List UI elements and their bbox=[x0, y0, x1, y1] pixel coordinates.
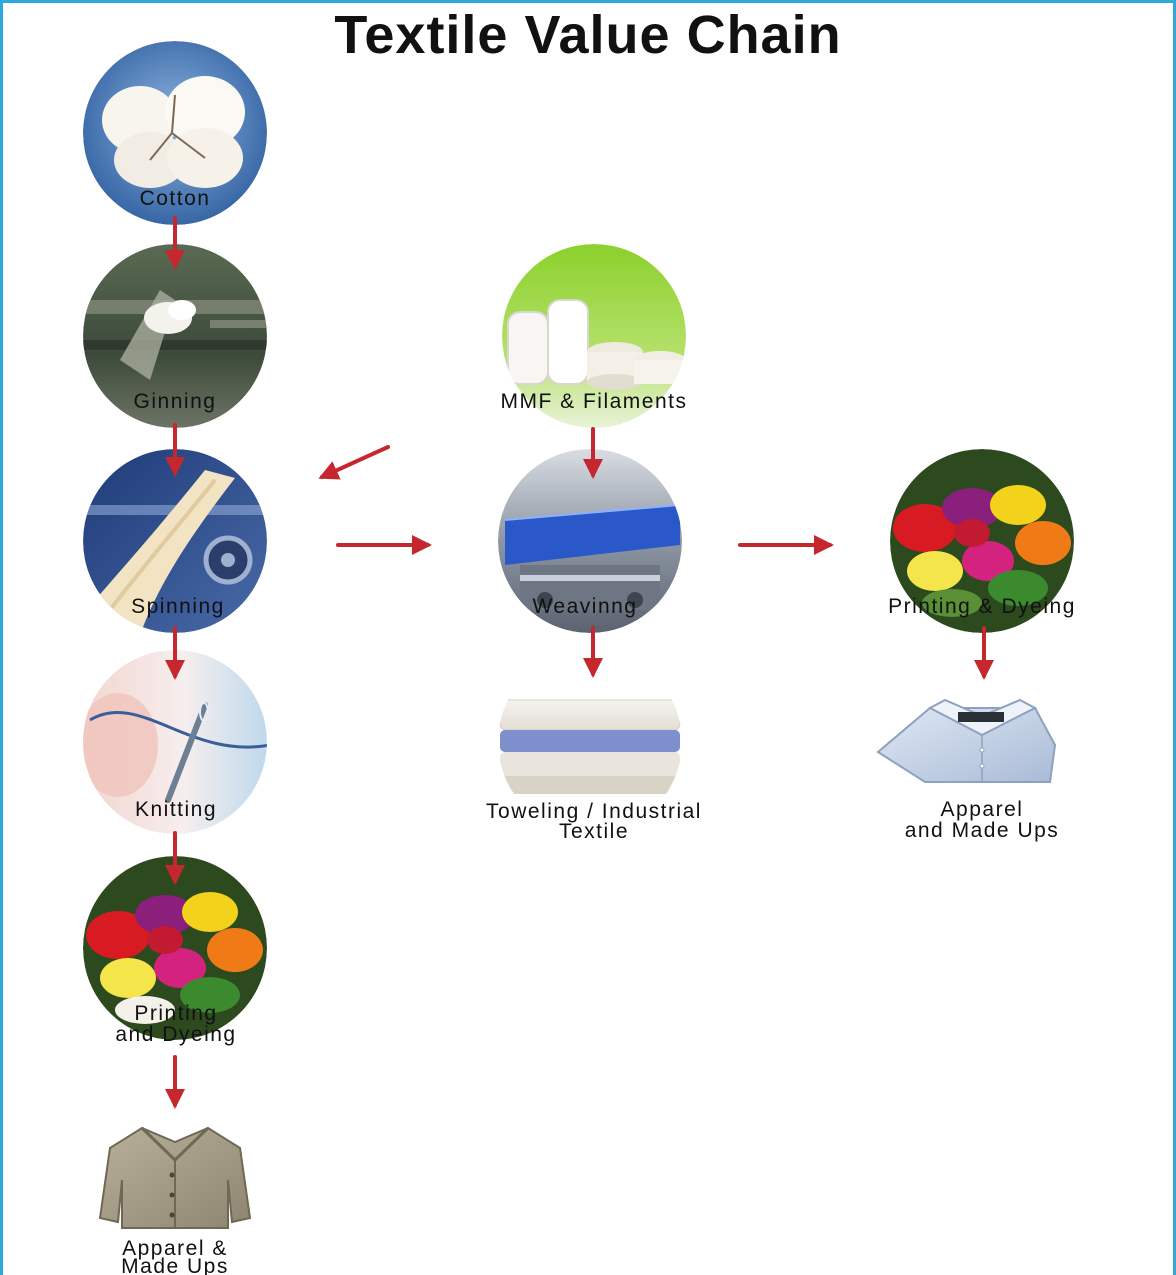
node-label-cotton: Cotton bbox=[140, 187, 211, 210]
node-label-apparel-right: and Made Ups bbox=[905, 819, 1060, 842]
node-label-printing-dyeing-right: Printing & Dyeing bbox=[888, 595, 1076, 618]
node-label-printing-dyeing-left: Printing bbox=[134, 1002, 217, 1025]
node-label-mmf: MMF & Filaments bbox=[500, 390, 687, 413]
node-label-printing-dyeing-left: and Dyeing bbox=[115, 1023, 236, 1046]
jacket-icon bbox=[100, 1128, 250, 1228]
node-label-spinning: Spinning bbox=[131, 595, 225, 618]
node-label-knitting: Knitting bbox=[135, 798, 217, 821]
node-label-weaving: Weavinng bbox=[532, 595, 637, 618]
node-label-toweling: Textile bbox=[559, 820, 629, 843]
arrow-mmf-to-spinning bbox=[322, 447, 388, 477]
node-label-ginning: Ginning bbox=[134, 390, 217, 413]
shirt-icon bbox=[878, 700, 1055, 782]
node-label-apparel-left: Made Ups bbox=[121, 1255, 229, 1275]
node-label-apparel-right: Apparel bbox=[941, 798, 1024, 821]
